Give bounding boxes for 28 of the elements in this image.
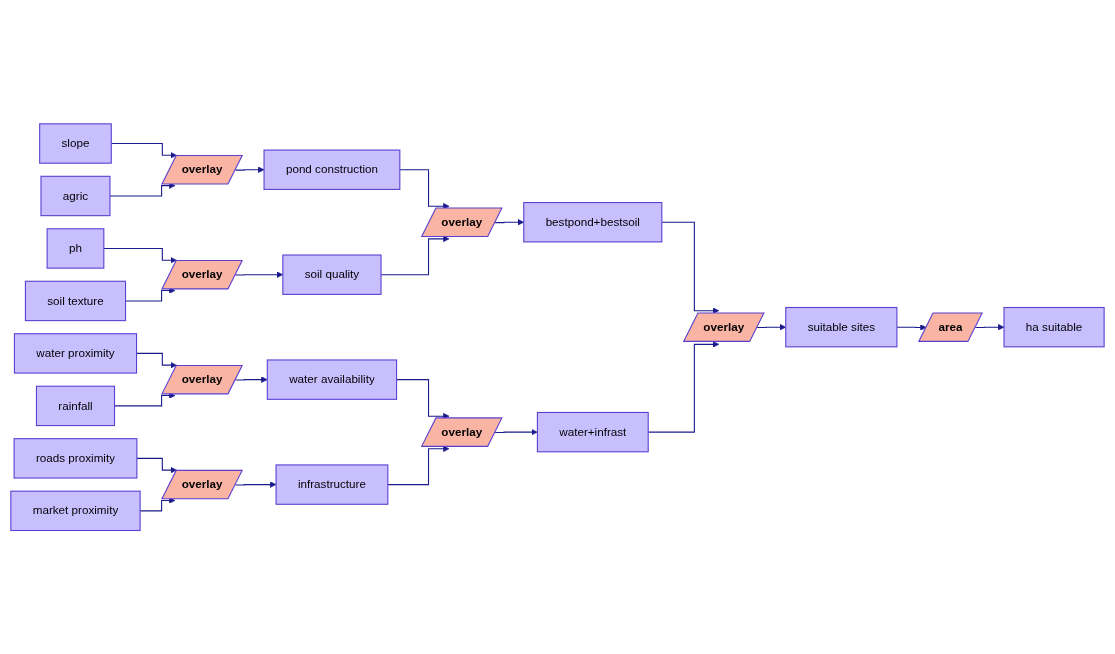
arrow — [234, 376, 268, 383]
node-box: suitable sites — [785, 306, 898, 348]
node-box: soil texture — [24, 280, 127, 321]
arrow — [399, 169, 450, 210]
node-box: water+infrast — [536, 411, 649, 453]
node-box: roads proximity — [13, 437, 138, 479]
arrow — [896, 324, 927, 331]
node-box: ha suitable — [1003, 306, 1105, 348]
arrow — [494, 428, 538, 436]
arrow — [974, 323, 1005, 331]
node-box: pond construction — [263, 149, 401, 190]
node-box: water availability — [266, 359, 398, 400]
arrow — [234, 166, 265, 173]
arrow — [396, 378, 450, 420]
node-box: slope — [39, 123, 112, 164]
arrow — [136, 352, 177, 369]
arrow — [661, 221, 720, 314]
arrow — [234, 481, 277, 488]
node-box: soil quality — [282, 254, 382, 295]
node-box: ph — [46, 228, 105, 269]
node-box: agric — [40, 175, 111, 217]
node-box: water proximity — [13, 333, 138, 374]
node-box: infrastructure — [275, 464, 389, 505]
node-box: bestpond+bestsoil — [523, 201, 663, 243]
arrow — [136, 457, 177, 474]
node-box: rainfall — [35, 385, 116, 426]
arrow — [103, 247, 177, 264]
node-box: market proximity — [10, 490, 141, 531]
